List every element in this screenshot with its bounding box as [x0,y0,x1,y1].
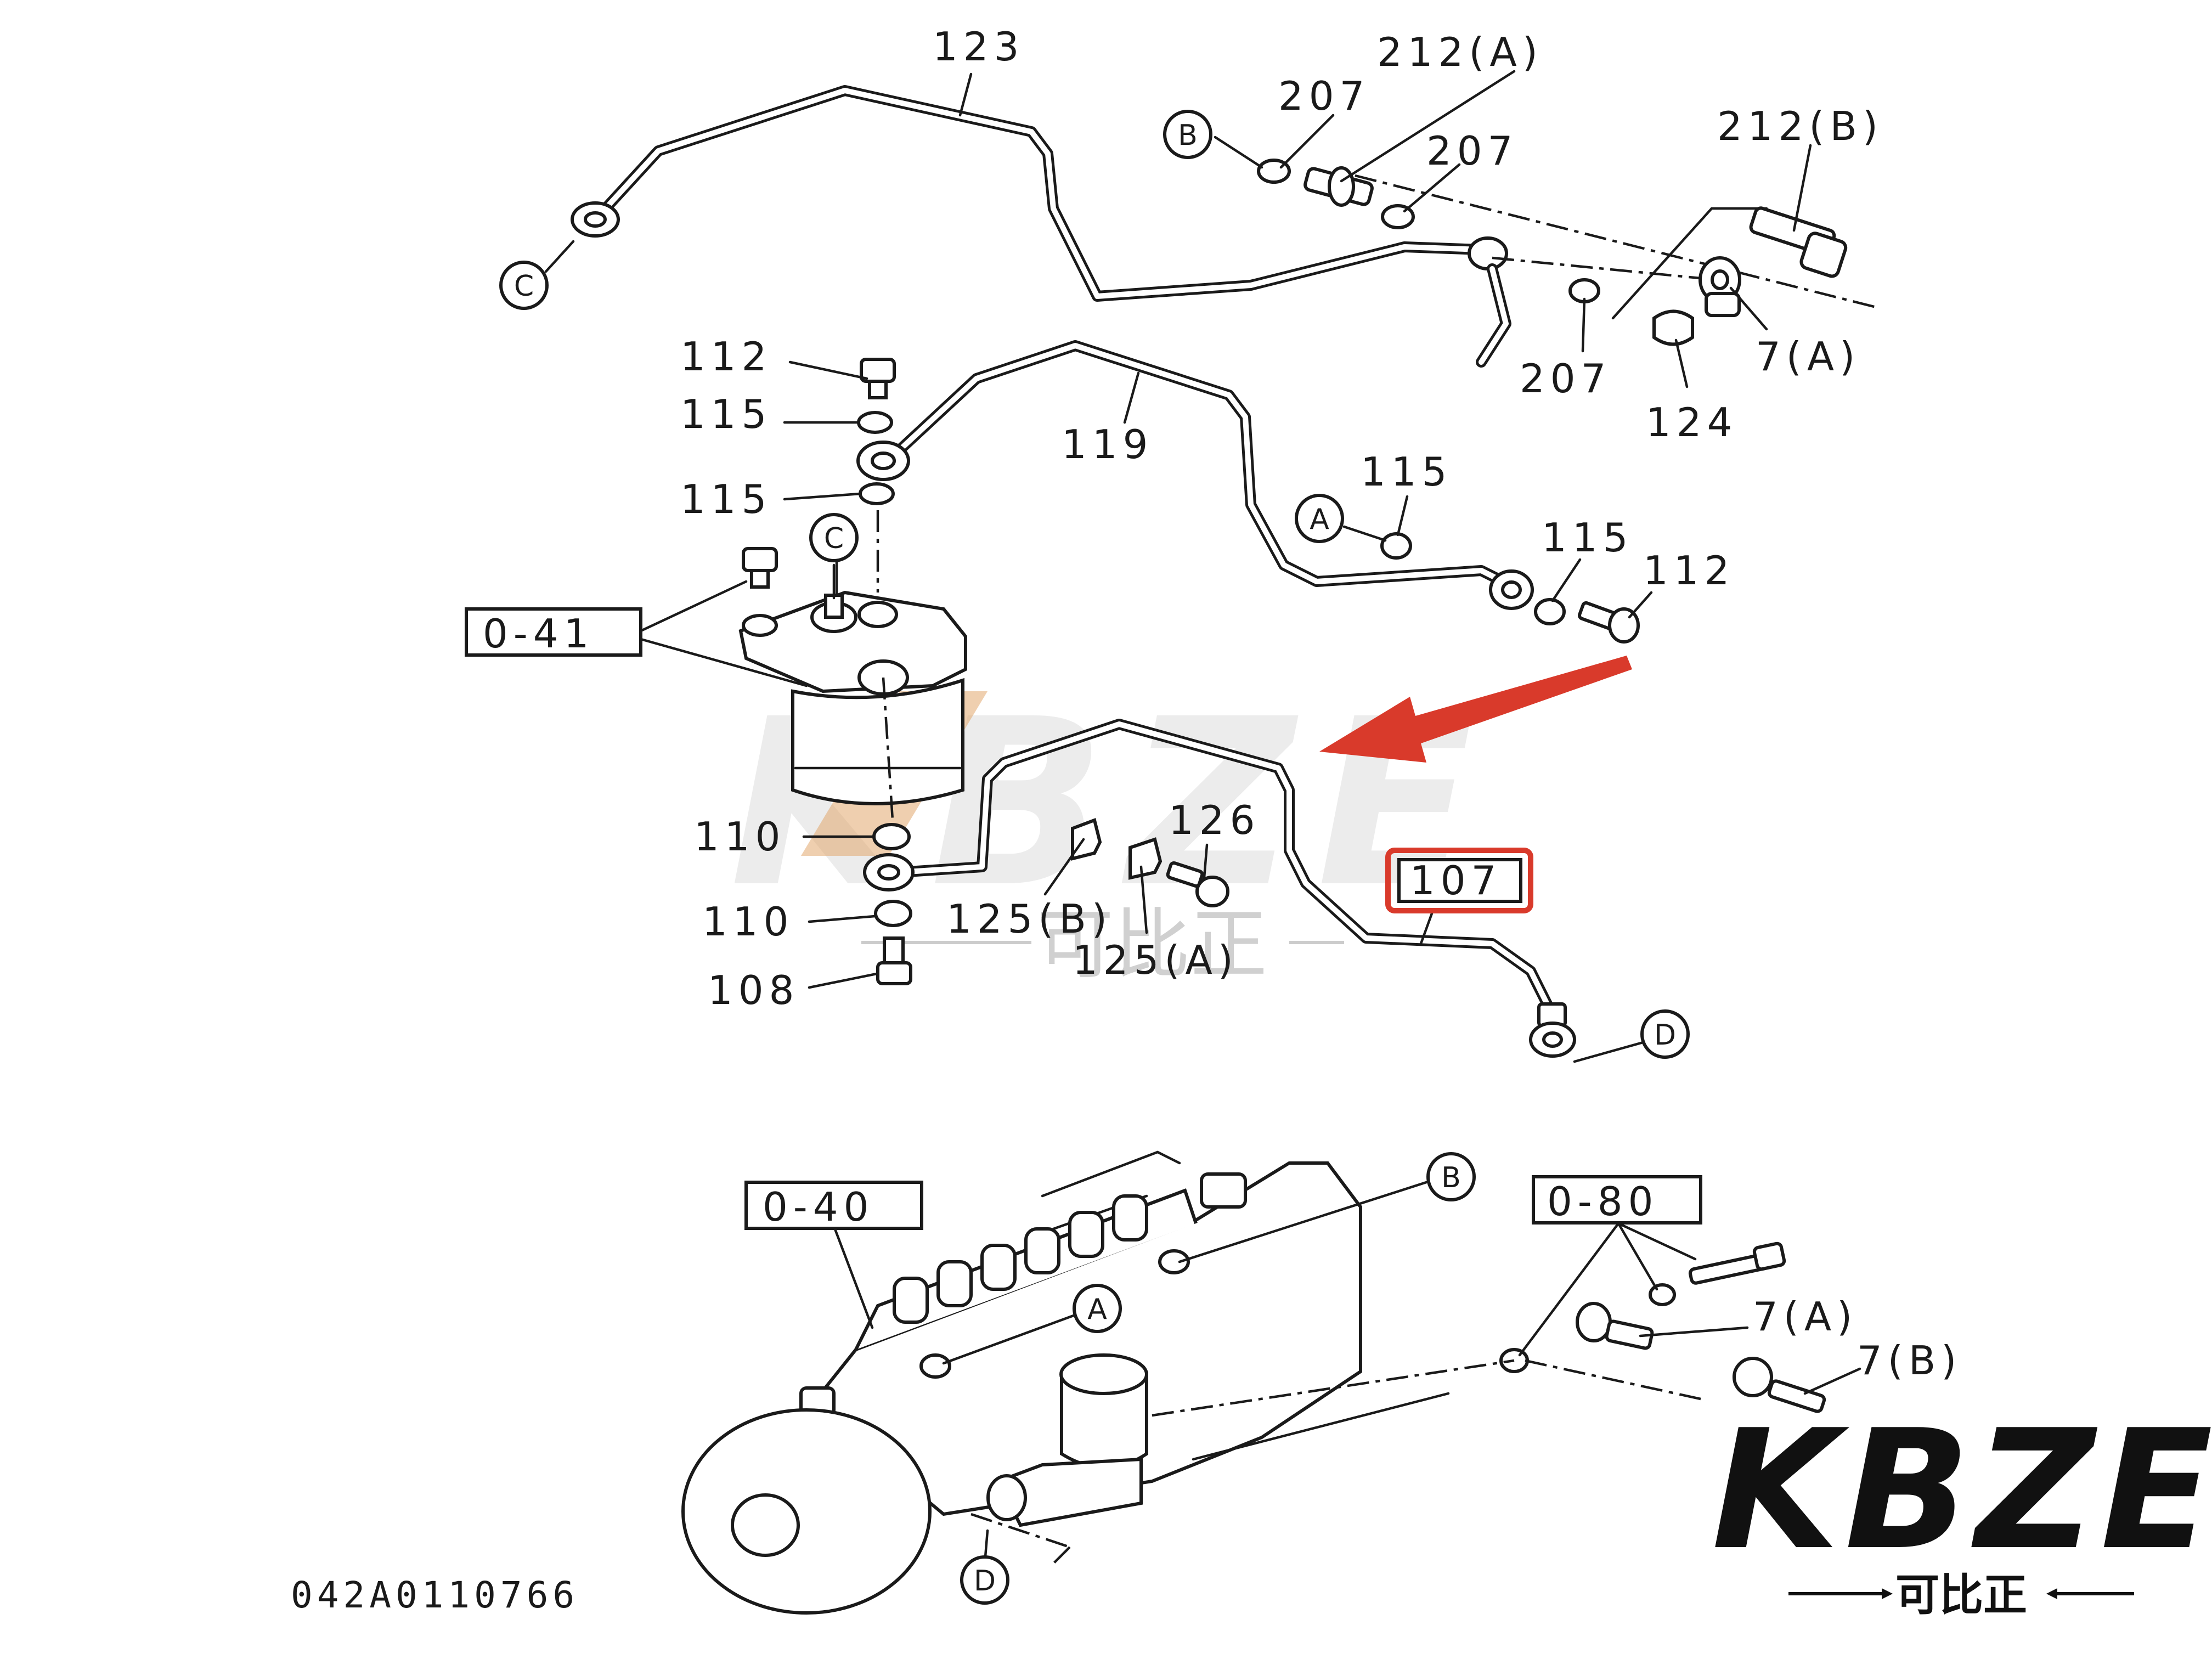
brand-logo: KBZE 可比正 [1712,1395,2212,1621]
callout-c-top: C [499,261,549,310]
highlight-arrow-icon [1319,656,1632,763]
injection-pump-0-40 [681,1150,1362,1615]
label-108: 108 [708,967,799,1013]
svg-text:B: B [1441,1161,1461,1194]
washer-115-a [857,411,893,434]
logo-brand: KBZE [1712,1395,2212,1586]
bolt-112-right [1577,601,1640,644]
label-110-a: 110 [694,814,786,860]
svg-text:C: C [824,522,844,555]
washer-110-b [874,900,912,927]
svg-text:0-80: 0-80 [1547,1178,1658,1224]
label-107: 107 [1410,857,1502,904]
pipe-119 [856,340,1534,610]
svg-text:C: C [514,270,534,303]
label-125b: 125(B) [946,896,1113,942]
svg-text:0-41: 0-41 [483,611,594,657]
svg-text:D: D [974,1565,996,1598]
label-207-c: 207 [1520,356,1611,402]
fuel-filter-0-41 [738,590,967,829]
svg-text:A: A [1310,503,1329,536]
pipe-107 [863,719,1576,1058]
svg-text:0-40: 0-40 [763,1184,874,1230]
label-112-a: 112 [680,334,772,380]
callout-b-bottom: B [1426,1152,1476,1201]
logo-chinese: 可比正 [1895,1570,2027,1621]
label-7b: 7(B) [1857,1338,1962,1384]
label-125a: 125(A) [1073,937,1239,983]
label-7a-bottom: 7(A) [1753,1294,1858,1340]
watermark-chinese: 可比正 [1037,900,1267,990]
label-115-d: 115 [1542,515,1633,561]
bolt-112-top [860,358,896,399]
label-115-a: 115 [680,391,772,437]
label-7a-top: 7(A) [1756,334,1860,380]
label-207-a: 207 [1278,73,1370,119]
svg-text:A: A [1087,1293,1107,1326]
label-115-b: 115 [680,476,772,522]
callout-d-bottom: D [960,1555,1009,1605]
callout-b-top: B [1163,110,1212,159]
label-207-b: 207 [1426,128,1518,174]
label-115-c: 115 [1361,449,1452,495]
washer-115-b [859,482,895,505]
fitting-7a-top [1699,256,1741,317]
label-123: 123 [933,24,1024,70]
clamp-125a [1128,837,1163,880]
label-126: 126 [1169,797,1260,843]
bolt-108 [876,936,912,985]
callout-c-mid: C [809,513,859,562]
ref-box-0-80: 0-80 [1532,1175,1702,1224]
washer-115-d [1534,598,1566,625]
svg-text:D: D [1654,1019,1676,1052]
banjo-bolt-212b [1749,206,1848,278]
callout-d-mid: D [1640,1009,1690,1059]
washer-110-a [872,823,911,850]
ref-box-0-40: 0-40 [744,1181,923,1230]
drawing-code: 042A0110766 [291,1574,579,1616]
cap-nut-124 [1652,309,1694,346]
banjo-bolt-212a [1304,166,1374,207]
label-110-b: 110 [702,899,794,945]
fittings-0-80 [1499,1242,1826,1413]
label-212b: 212(B) [1717,103,1883,149]
clamp-125b [1071,818,1102,861]
ref-box-0-41: 0-41 [465,607,642,657]
bolt-126 [1166,861,1229,907]
label-212a: 212(A) [1377,29,1543,75]
label-124: 124 [1646,399,1737,445]
svg-text:B: B [1178,119,1198,152]
callout-a-mid: A [1295,494,1344,543]
label-119: 119 [1062,421,1153,467]
bolt-filter [742,547,778,589]
callout-a-bottom: A [1073,1284,1122,1333]
highlight-box-107: 107 [1385,848,1533,913]
label-112-b: 112 [1643,548,1735,594]
washer-115-c [1380,532,1412,560]
pipe-123 [571,85,1511,368]
